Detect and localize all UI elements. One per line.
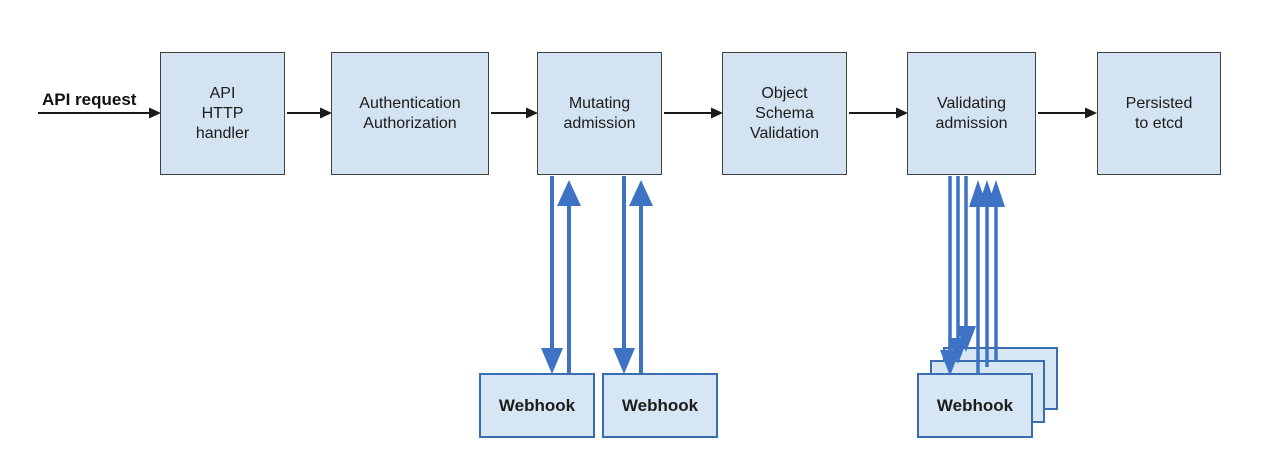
stage-label: Object Schema Validation [749,84,820,142]
arrow-validating-to-webhooks-down-1 [940,176,960,376]
stage-persisted-to-etcd: Persisted to etcd [1097,52,1221,175]
arrow-mutating-to-webhook2-down [613,176,635,374]
arrow-webhooks-to-validating-up-3 [987,180,1005,361]
arrow-webhook1-to-mutating-up [557,180,581,373]
arrow-webhooks-to-validating-up-1 [969,180,987,373]
arrow-validating-to-etcd [1038,107,1097,119]
stage-label: Validating admission [935,94,1008,132]
stage-label: Persisted to etcd [1125,94,1193,132]
stage-validating-admission: Validating admission [907,52,1036,175]
stage-api-http-handler: API HTTP handler [160,52,285,175]
arrow-webhooks-to-validating-up-2 [978,180,996,367]
webhook-label: Webhook [621,395,699,415]
stage-object-schema-validation: Object Schema Validation [722,52,847,175]
arrow-validating-to-webhooks-down-3 [956,176,976,352]
stage-label: Authentication Authorization [359,94,461,132]
validating-webhook-front: Webhook [917,373,1033,438]
arrow-validating-to-webhooks-down-2 [948,176,968,364]
webhook-label: Webhook [936,395,1014,415]
arrow-handler-to-auth [287,107,332,119]
webhook-label: Webhook [498,395,576,415]
stage-mutating-admission: Mutating admission [537,52,662,175]
arrow-auth-to-mutating [491,107,538,119]
arrow-mutating-to-webhook1-down [541,176,563,374]
stage-label: Mutating admission [563,94,636,132]
arrow-webhook2-to-mutating-up [629,180,653,373]
arrow-schema-to-validating [849,107,908,119]
arrow-mutating-to-schema [664,107,723,119]
mutating-webhook-2: Webhook [602,373,718,438]
mutating-webhook-1: Webhook [479,373,595,438]
stage-label: API HTTP handler [195,84,250,142]
stage-authentication-authorization: Authentication Authorization [331,52,489,175]
api-request-label: API request [42,90,137,109]
